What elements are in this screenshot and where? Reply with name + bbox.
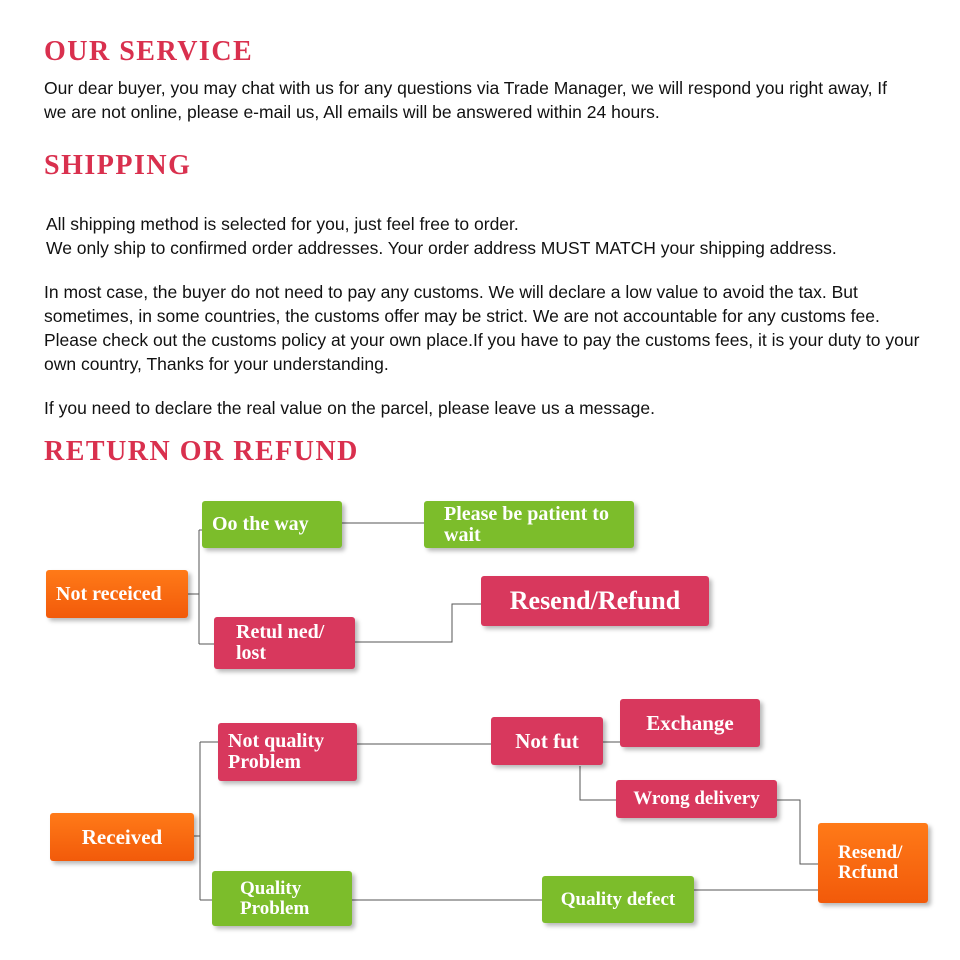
not-quality-problem-label: Not quality Problem: [228, 730, 325, 773]
shipping-line-1: All shipping method is selected for you,…: [46, 214, 519, 234]
not-received-box: Not receiced: [46, 570, 188, 618]
not-fit-label: Not fut: [515, 728, 579, 753]
quality-defect-label: Quality defect: [560, 888, 676, 910]
not-quality-problem-box: Not quality Problem: [218, 723, 357, 781]
resend-refund-top-box: Resend/Refund: [481, 576, 709, 626]
on-the-way-label: Oo the way: [212, 513, 309, 535]
be-patient-label: Please be patient to wait: [444, 502, 609, 546]
received-box: Received: [50, 813, 194, 861]
shipping-line-2: We only ship to confirmed order addresse…: [46, 238, 837, 258]
connector-returned-resend: [355, 603, 481, 643]
shipping-heading: SHIPPING: [44, 150, 192, 181]
our-service-heading: OUR SERVICE: [44, 36, 254, 67]
quality-problem-box: Quality Problem: [212, 871, 352, 926]
quality-problem-label: Quality Problem: [240, 877, 310, 919]
quality-defect-box: Quality defect: [542, 876, 694, 923]
wrong-delivery-label: Wrong delivery: [633, 788, 760, 810]
resend-refund-bottom-label: Resend/ Rcfund: [838, 842, 903, 883]
returned-lost-label: Retul ned/ lost: [236, 621, 325, 664]
on-the-way-box: Oo the way: [202, 501, 342, 548]
returned-lost-box: Retul ned/ lost: [214, 617, 355, 669]
exchange-label: Exchange: [646, 710, 734, 735]
resend-refund-top-label: Resend/Refund: [509, 586, 681, 616]
resend-refund-bottom-box: Resend/ Rcfund: [818, 823, 928, 903]
our-service-text: Our dear buyer, you may chat with us for…: [44, 78, 888, 122]
received-label: Received: [81, 824, 163, 849]
wrong-delivery-box: Wrong delivery: [616, 780, 777, 818]
return-refund-heading: RETURN OR REFUND: [44, 436, 359, 467]
not-received-label: Not receiced: [56, 582, 162, 605]
customs-text: In most case, the buyer do not need to p…: [44, 282, 920, 374]
connector-notfit-wrongdelivery: [579, 766, 616, 801]
connector-wrongdelivery-resend: [777, 799, 818, 865]
be-patient-box: Please be patient to wait: [424, 501, 634, 548]
not-fit-box: Not fut: [491, 717, 603, 765]
exchange-box: Exchange: [620, 699, 760, 747]
declare-text: If you need to declare the real value on…: [44, 398, 655, 418]
